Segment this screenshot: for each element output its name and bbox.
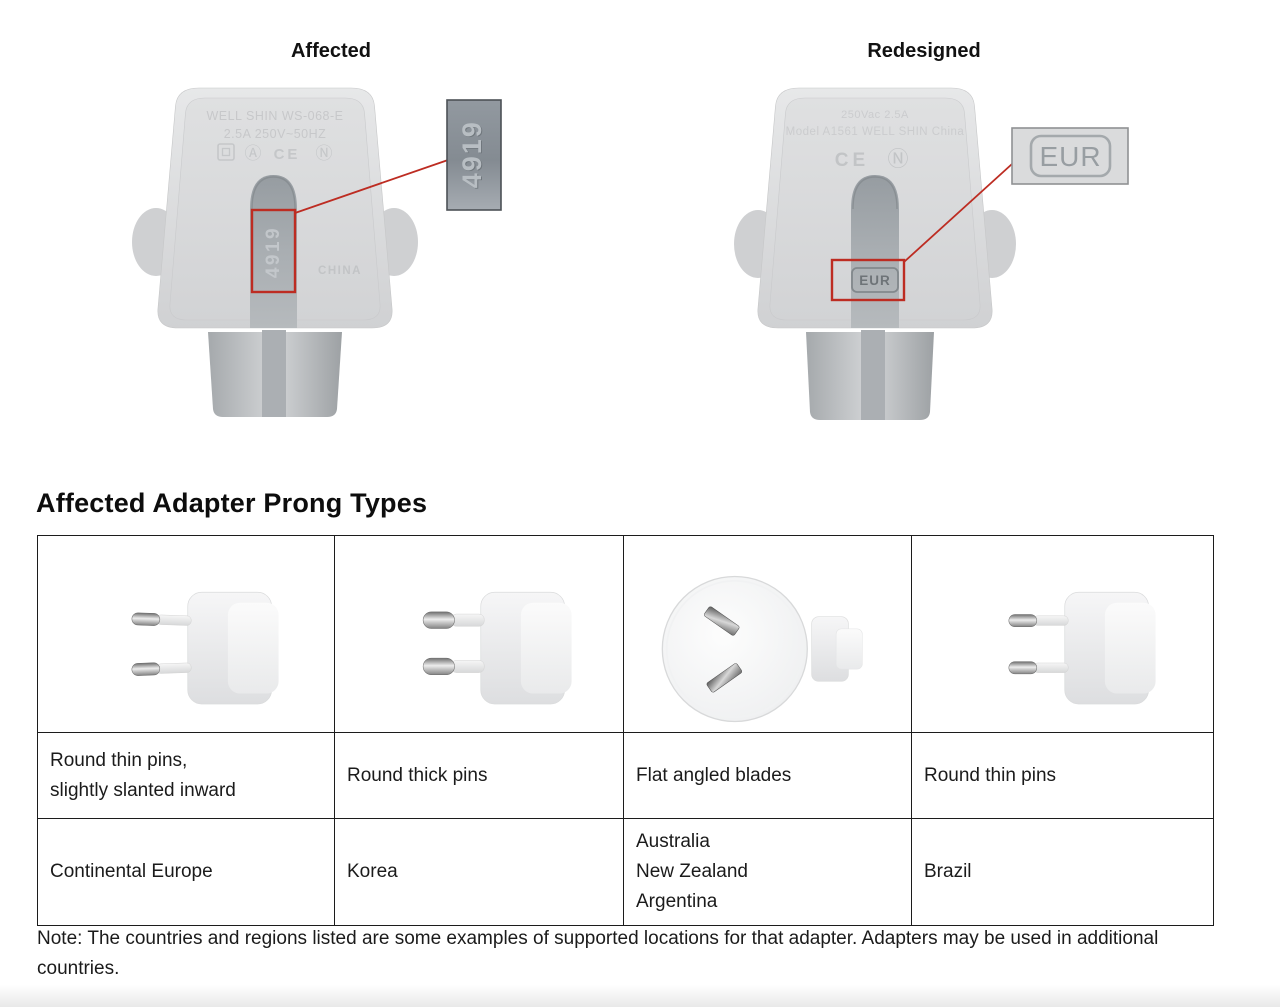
callout-leader-line	[294, 159, 449, 214]
china-label: CHINA	[318, 265, 362, 277]
australia-angled-blade-plug-icon	[661, 575, 863, 723]
description-cell: Round thick pins	[334, 732, 624, 819]
adapter-slot	[851, 175, 899, 328]
korea-plug-cell	[334, 535, 624, 733]
ce-mark: CE	[274, 146, 301, 163]
certification-marks: CE Ⓝ	[835, 148, 909, 171]
body-print-line1: WELL SHIN WS-068-E	[206, 109, 343, 123]
double-insulation-icon	[217, 143, 235, 161]
body-print-line2: 2.5A 250V~50HZ	[224, 127, 327, 141]
marking-highlight-box	[250, 208, 297, 294]
callout-marking: EUR	[1039, 141, 1101, 172]
regions-cell: Australia New Zealand Argentina	[623, 818, 912, 926]
regions-cell: Korea	[334, 818, 624, 926]
certification-marks: Ⓐ CE Ⓝ	[217, 143, 333, 163]
slot-marking-embossed: 4919	[263, 226, 284, 278]
adapter-slot	[250, 175, 297, 328]
description-cell: Round thin pins	[911, 732, 1214, 819]
page-bottom-fade	[0, 985, 1280, 1007]
australia-plug-cell	[623, 535, 912, 733]
brazil-plug-cell	[911, 535, 1214, 733]
marking-callout: EUR	[1011, 127, 1129, 185]
n-circle-mark: Ⓝ	[316, 144, 333, 163]
neck-groove	[262, 330, 286, 417]
ce-mark: CE	[835, 150, 869, 171]
slot-inner-shadow	[251, 176, 296, 210]
brazil-thin-pin-plug-icon	[1008, 591, 1156, 705]
callout-marking: 4919	[457, 120, 487, 188]
plug-image-row	[37, 535, 1214, 733]
description-cell: Round thin pins, slightly slanted inward	[37, 732, 335, 819]
regions-cell: Brazil	[911, 818, 1214, 926]
region-row: Continental Europe Korea Australia New Z…	[37, 818, 1214, 926]
redesigned-adapter-photo: 250Vac 2.5A Model A1561 WELL SHIN China …	[734, 87, 1129, 420]
neck-groove	[861, 330, 885, 420]
prong-types-table: Round thin pins, slightly slanted inward…	[37, 535, 1214, 926]
korea-thick-pin-plug-icon	[422, 591, 572, 705]
affected-column-title: Affected	[290, 40, 371, 62]
description-cell: Flat angled blades	[623, 732, 912, 819]
slot-marking: EUR	[859, 273, 891, 288]
prong-description-row: Round thin pins, slightly slanted inward…	[37, 732, 1214, 819]
callout-leader-line	[903, 163, 1013, 263]
n-circle-mark: Ⓝ	[888, 148, 909, 171]
body-print-line1: 250Vac 2.5A	[841, 109, 909, 121]
marking-highlight-box	[830, 258, 906, 302]
note-text: Note: The countries and regions listed a…	[37, 928, 1159, 979]
section-title: Affected Adapter Prong Types	[36, 488, 428, 518]
slot-inner-shadow	[852, 176, 898, 210]
callout-box	[446, 99, 502, 211]
body-print-line2: Model A1561 WELL SHIN China	[786, 126, 965, 138]
callout-chip-outline	[1029, 134, 1112, 178]
redesigned-column-title: Redesigned	[867, 40, 981, 62]
slot-region-chip: EUR	[851, 267, 899, 293]
europe-thin-pin-plug-icon	[131, 591, 279, 705]
affected-adapter-photo: WELL SHIN WS-068-E 2.5A 250V~50HZ Ⓐ CE Ⓝ…	[132, 87, 502, 417]
europe-plug-cell	[37, 535, 335, 733]
callout-marking-shadow: 4919	[458, 121, 488, 189]
region-chip-outline	[851, 267, 899, 293]
a-circle-mark: Ⓐ	[245, 144, 262, 163]
regions-cell: Continental Europe	[37, 818, 335, 926]
marking-callout: 4919 4919	[446, 99, 502, 211]
double-insulation-inner-icon	[221, 147, 231, 157]
